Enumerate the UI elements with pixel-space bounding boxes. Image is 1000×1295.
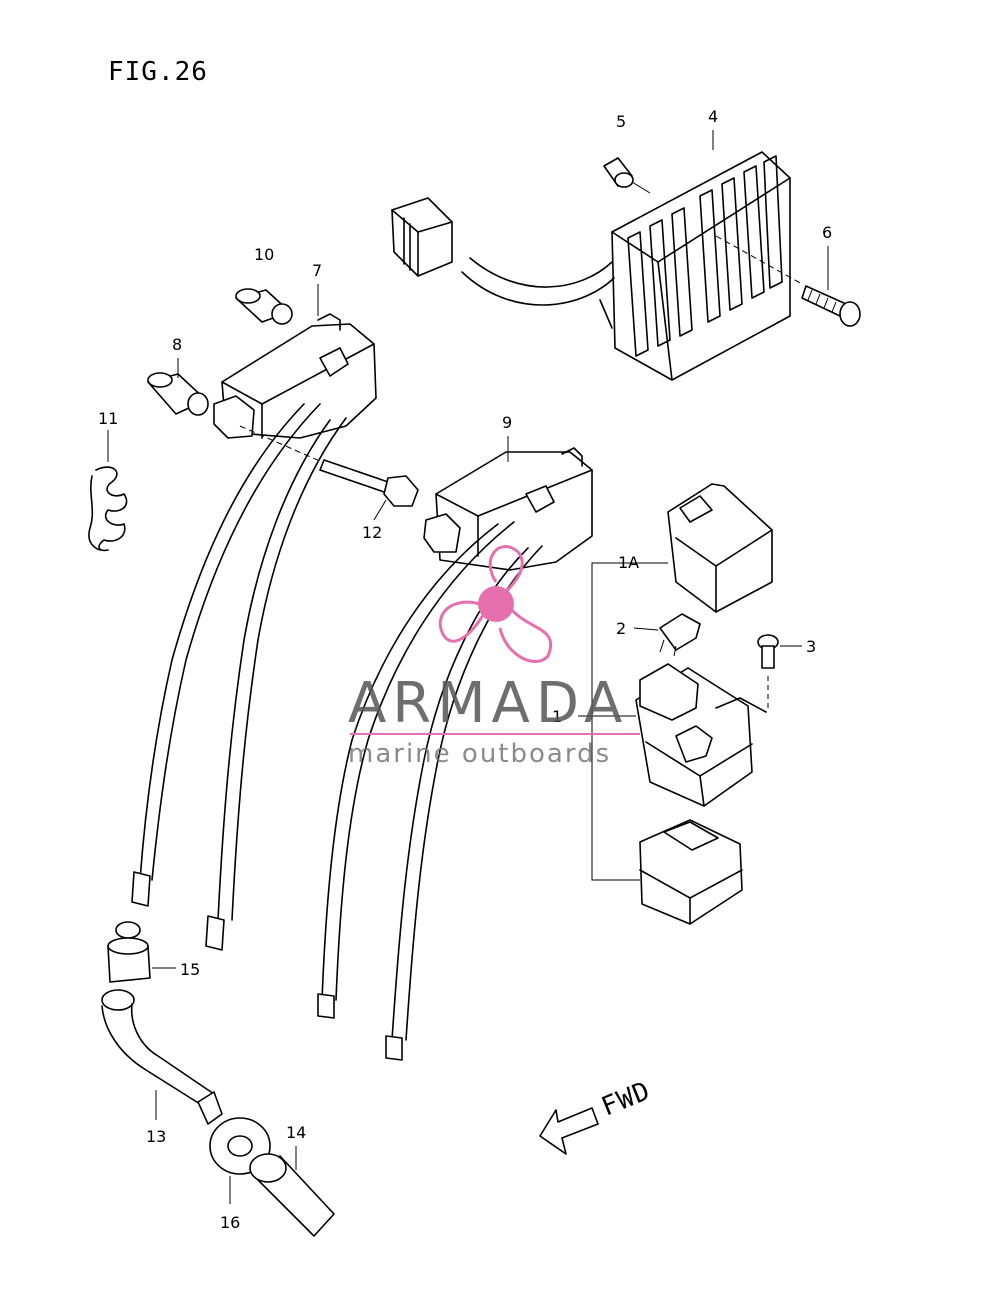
screw-part-3 [757,634,802,712]
screw-part-6 [715,235,861,327]
callout-11: 11 [98,409,118,428]
collar-part-8 [147,372,209,416]
propeller-logo [438,545,553,663]
callout-16: 16 [220,1213,240,1232]
rectifier-regulator-part-4 [391,151,791,381]
callout-14: 14 [286,1123,306,1142]
collar-part-5 [603,157,651,194]
plug-cap-part-15 [107,921,176,983]
callout-2: 2 [616,619,626,638]
callout-4: 4 [708,107,718,126]
spark-plug-cap-part-13 [101,989,223,1125]
callout-10: 10 [254,245,274,264]
callout-6: 6 [822,223,832,242]
callout-13: 13 [146,1127,166,1146]
callout-bracket [591,562,668,881]
callout-9: 9 [502,413,512,432]
armada-watermark: ARMADA marine outboards [348,545,640,769]
callout-15: 15 [180,960,200,979]
bolt-part-12 [239,425,419,507]
callout-1a: 1A [618,553,639,572]
callout-8: 8 [172,335,182,354]
fwd-label: FWD [597,1076,655,1123]
fuse-part-2 [633,613,701,657]
callout-7: 7 [312,261,322,280]
callout-1: 1 [552,707,562,726]
wire-clamp-part-11 [88,466,128,552]
cover-part-14 [249,1146,335,1237]
callout-5: 5 [616,112,626,131]
collar-part-10 [235,288,293,325]
watermark-tagline: marine outboards [348,739,611,769]
figure-label: FIG.26 [108,57,208,87]
forward-arrow: FWD [539,1076,655,1155]
watermark-brand: ARMADA [348,671,628,736]
relay-cover-part-1a [667,483,773,613]
callout-labels: 5 4 6 10 7 8 11 9 12 1A 2 3 1 15 13 14 1… [98,107,832,1232]
relay-rubber-base [639,819,743,925]
callout-12: 12 [362,523,382,542]
callout-3: 3 [806,637,816,656]
ignition-coil-part-7 [131,313,377,951]
starter-relay-part-1 [635,663,767,807]
